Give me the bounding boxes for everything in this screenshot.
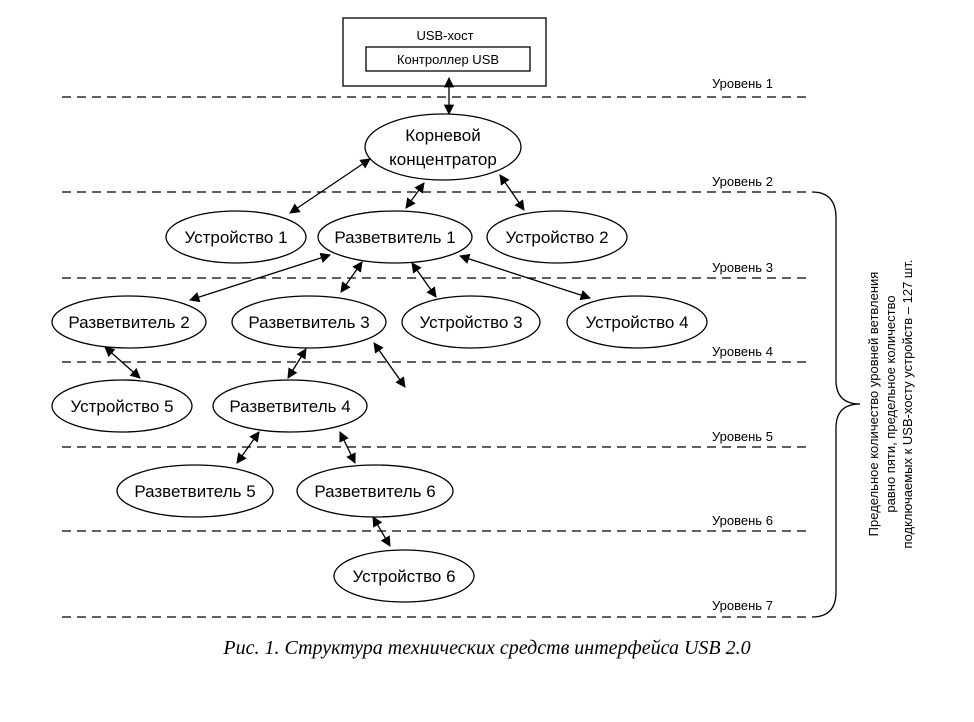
level-label-7: Уровень 7	[712, 598, 773, 613]
hub2-label: Разветвитель 2	[68, 313, 189, 332]
device3-node	[401, 295, 541, 349]
level-label-2: Уровень 2	[712, 174, 773, 189]
note-line2: равно пяти, предельное количество	[883, 295, 898, 512]
hub4-label: Разветвитель 4	[229, 397, 350, 416]
connections	[104, 76, 591, 547]
device5-node	[51, 379, 193, 433]
arrow-hub4-hub5	[236, 431, 260, 464]
device1-node	[165, 210, 307, 264]
arrow-root-device2	[499, 174, 525, 211]
hub3-label: Разветвитель 3	[248, 313, 369, 332]
arrow-root-hub1	[405, 182, 425, 209]
hub4-node	[212, 379, 368, 433]
levels-brace	[811, 191, 861, 618]
branching-note: Предельное количество уровней ветвления …	[866, 260, 915, 549]
note-line1: Предельное количество уровней ветвления	[866, 272, 881, 537]
usb-controller-label: Контроллер USB	[397, 52, 499, 67]
arrow-hub3-open	[373, 342, 406, 388]
hub5-label: Разветвитель 5	[134, 482, 255, 501]
device6-node	[333, 549, 475, 603]
root-hub-node	[364, 113, 522, 181]
arrow-hub1-hub2	[189, 252, 331, 303]
hub2-node	[51, 295, 207, 349]
usb-controller-box	[365, 46, 531, 72]
device4-label: Устройство 4	[585, 313, 688, 332]
level-label-1: Уровень 1	[712, 76, 773, 91]
level-label-3: Уровень 3	[712, 260, 773, 275]
device2-label: Устройство 2	[505, 228, 608, 247]
level-label-4: Уровень 4	[712, 344, 773, 359]
level-lines	[62, 96, 810, 618]
device2-node	[486, 210, 628, 264]
arrow-hub1-hub3	[340, 261, 363, 293]
device3-label: Устройство 3	[419, 313, 522, 332]
root-hub-label-line2: концентратор	[389, 150, 497, 169]
hub6-node	[296, 464, 454, 518]
level-label-6: Уровень 6	[712, 513, 773, 528]
arrow-hub1-device3	[411, 262, 437, 298]
device1-label: Устройство 1	[184, 228, 287, 247]
arrow-hub6-device6	[372, 516, 391, 547]
device5-label: Устройство 5	[70, 397, 173, 416]
arrow-hub4-hub6	[339, 431, 356, 464]
figure-caption: Рис. 1. Структура технических средств ин…	[223, 637, 751, 659]
hub6-label: Разветвитель 6	[314, 482, 435, 501]
hub5-node	[116, 464, 274, 518]
hub1-label: Разветвитель 1	[334, 228, 455, 247]
root-hub-label-line1: Корневой	[405, 126, 480, 145]
level-label-5: Уровень 5	[712, 429, 773, 444]
device4-node	[566, 295, 708, 349]
note-line3: подключаемых к USB-хосту устройств – 127…	[900, 260, 915, 549]
arrow-hub2-device5	[104, 346, 141, 379]
usb-host-title: USB-хост	[416, 28, 473, 43]
usb-host-box: USB-хост Контроллер USB	[342, 17, 547, 87]
hub3-node	[231, 295, 387, 349]
arrow-hub1-device4	[459, 253, 591, 301]
arrow-hub3-hub4	[287, 348, 307, 379]
hub1-node	[317, 210, 473, 264]
device6-label: Устройство 6	[352, 567, 455, 586]
arrow-root-device1	[289, 158, 371, 214]
